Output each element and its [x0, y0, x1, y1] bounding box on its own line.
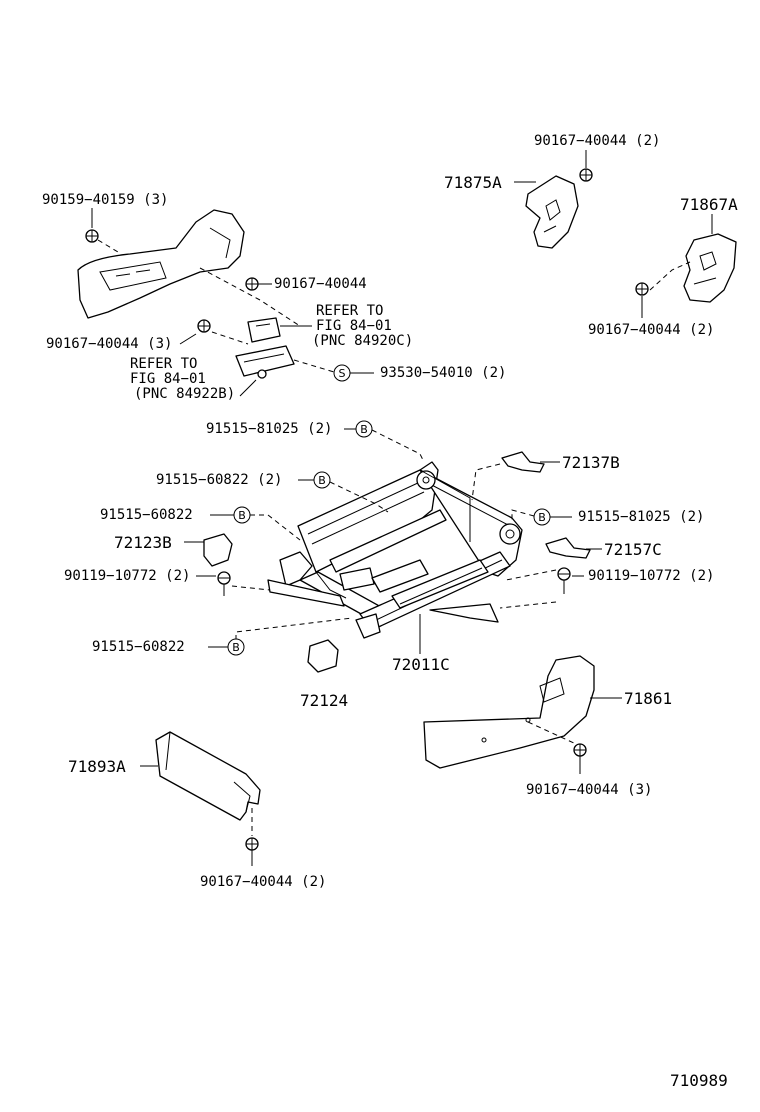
- label-72124: 72124: [300, 691, 348, 710]
- part-72157c: [545, 537, 591, 559]
- label-refer2-line3: (PNC 84922B): [134, 386, 235, 402]
- bolt-icon: [635, 282, 649, 296]
- part-71867a: [683, 233, 737, 303]
- part-71861: [423, 655, 595, 769]
- label-90119-10772-2-right: 90119−10772 (2): [588, 568, 714, 584]
- svg-text:B: B: [538, 511, 546, 524]
- s-symbol-icon: S: [333, 364, 351, 382]
- label-72123b: 72123B: [114, 533, 172, 552]
- label-93530-54010-2: 93530−54010 (2): [380, 365, 506, 381]
- svg-text:S: S: [339, 367, 346, 380]
- label-72157c: 72157C: [604, 540, 662, 559]
- label-91515-60822-b: 91515−60822: [92, 639, 185, 655]
- label-71893a: 71893A: [68, 757, 126, 776]
- diagram-number: 710989: [670, 1071, 728, 1090]
- label-90167-40044-2-right: 90167−40044 (2): [588, 322, 714, 338]
- label-71861: 71861: [624, 689, 672, 708]
- label-refer1-line1: REFER TO: [316, 303, 383, 319]
- svg-text:B: B: [360, 423, 368, 436]
- bolt-icon: [573, 743, 587, 757]
- label-90167-40044-mid: 90167−40044: [274, 276, 367, 292]
- part-72123b: [203, 533, 233, 567]
- part-71875a: [525, 175, 579, 249]
- label-91515-60822-2: 91515−60822 (2): [156, 472, 282, 488]
- part-72124: [307, 639, 339, 673]
- bolt-icon: [557, 567, 571, 594]
- label-90167-40044-3-bottom: 90167−40044 (3): [526, 782, 652, 798]
- svg-text:B: B: [238, 509, 246, 522]
- label-91515-81025-2-right: 91515−81025 (2): [578, 509, 704, 525]
- b-symbol-icon: B: [233, 506, 251, 524]
- b-symbol-icon: B: [313, 471, 331, 489]
- label-90119-10772-2-left: 90119−10772 (2): [64, 568, 190, 584]
- bolt-icon: [85, 229, 99, 243]
- label-refer2-line1: REFER TO: [130, 356, 197, 372]
- label-71867a: 71867A: [680, 195, 738, 214]
- label-72011c: 72011C: [392, 655, 450, 674]
- part-seat-shield-left: [77, 209, 245, 319]
- bolt-icon: [245, 277, 259, 291]
- b-symbol-icon: B: [227, 638, 245, 656]
- part-72137b: [501, 451, 545, 473]
- b-symbol-icon: B: [355, 420, 373, 438]
- label-refer1-line3: (PNC 84920C): [312, 333, 413, 349]
- label-refer2-line2: FIG 84−01: [130, 371, 206, 387]
- svg-text:B: B: [232, 641, 240, 654]
- part-71893a: [155, 731, 261, 821]
- part-switch-84922b: [235, 345, 295, 379]
- bolt-icon: [217, 571, 231, 596]
- label-90159-40159-3: 90159−40159 (3): [42, 192, 168, 208]
- label-72137b: 72137B: [562, 453, 620, 472]
- b-symbol-icon: B: [533, 508, 551, 526]
- svg-text:B: B: [318, 474, 326, 487]
- label-90167-40044-3-left: 90167−40044 (3): [46, 336, 172, 352]
- label-91515-60822-a: 91515−60822: [100, 507, 193, 523]
- part-switch-84920c: [247, 317, 281, 343]
- label-refer1-line2: FIG 84−01: [316, 318, 392, 334]
- bolt-icon: [197, 319, 211, 333]
- label-90167-40044-2-top: 90167−40044 (2): [534, 133, 660, 149]
- part-72011c-seat-track-frame: [267, 461, 523, 639]
- label-71875a: 71875A: [444, 173, 502, 192]
- label-90167-40044-2-bottom: 90167−40044 (2): [200, 874, 326, 890]
- bolt-icon: [245, 837, 259, 851]
- bolt-icon: [579, 168, 593, 182]
- label-91515-81025-2-top: 91515−81025 (2): [206, 421, 332, 437]
